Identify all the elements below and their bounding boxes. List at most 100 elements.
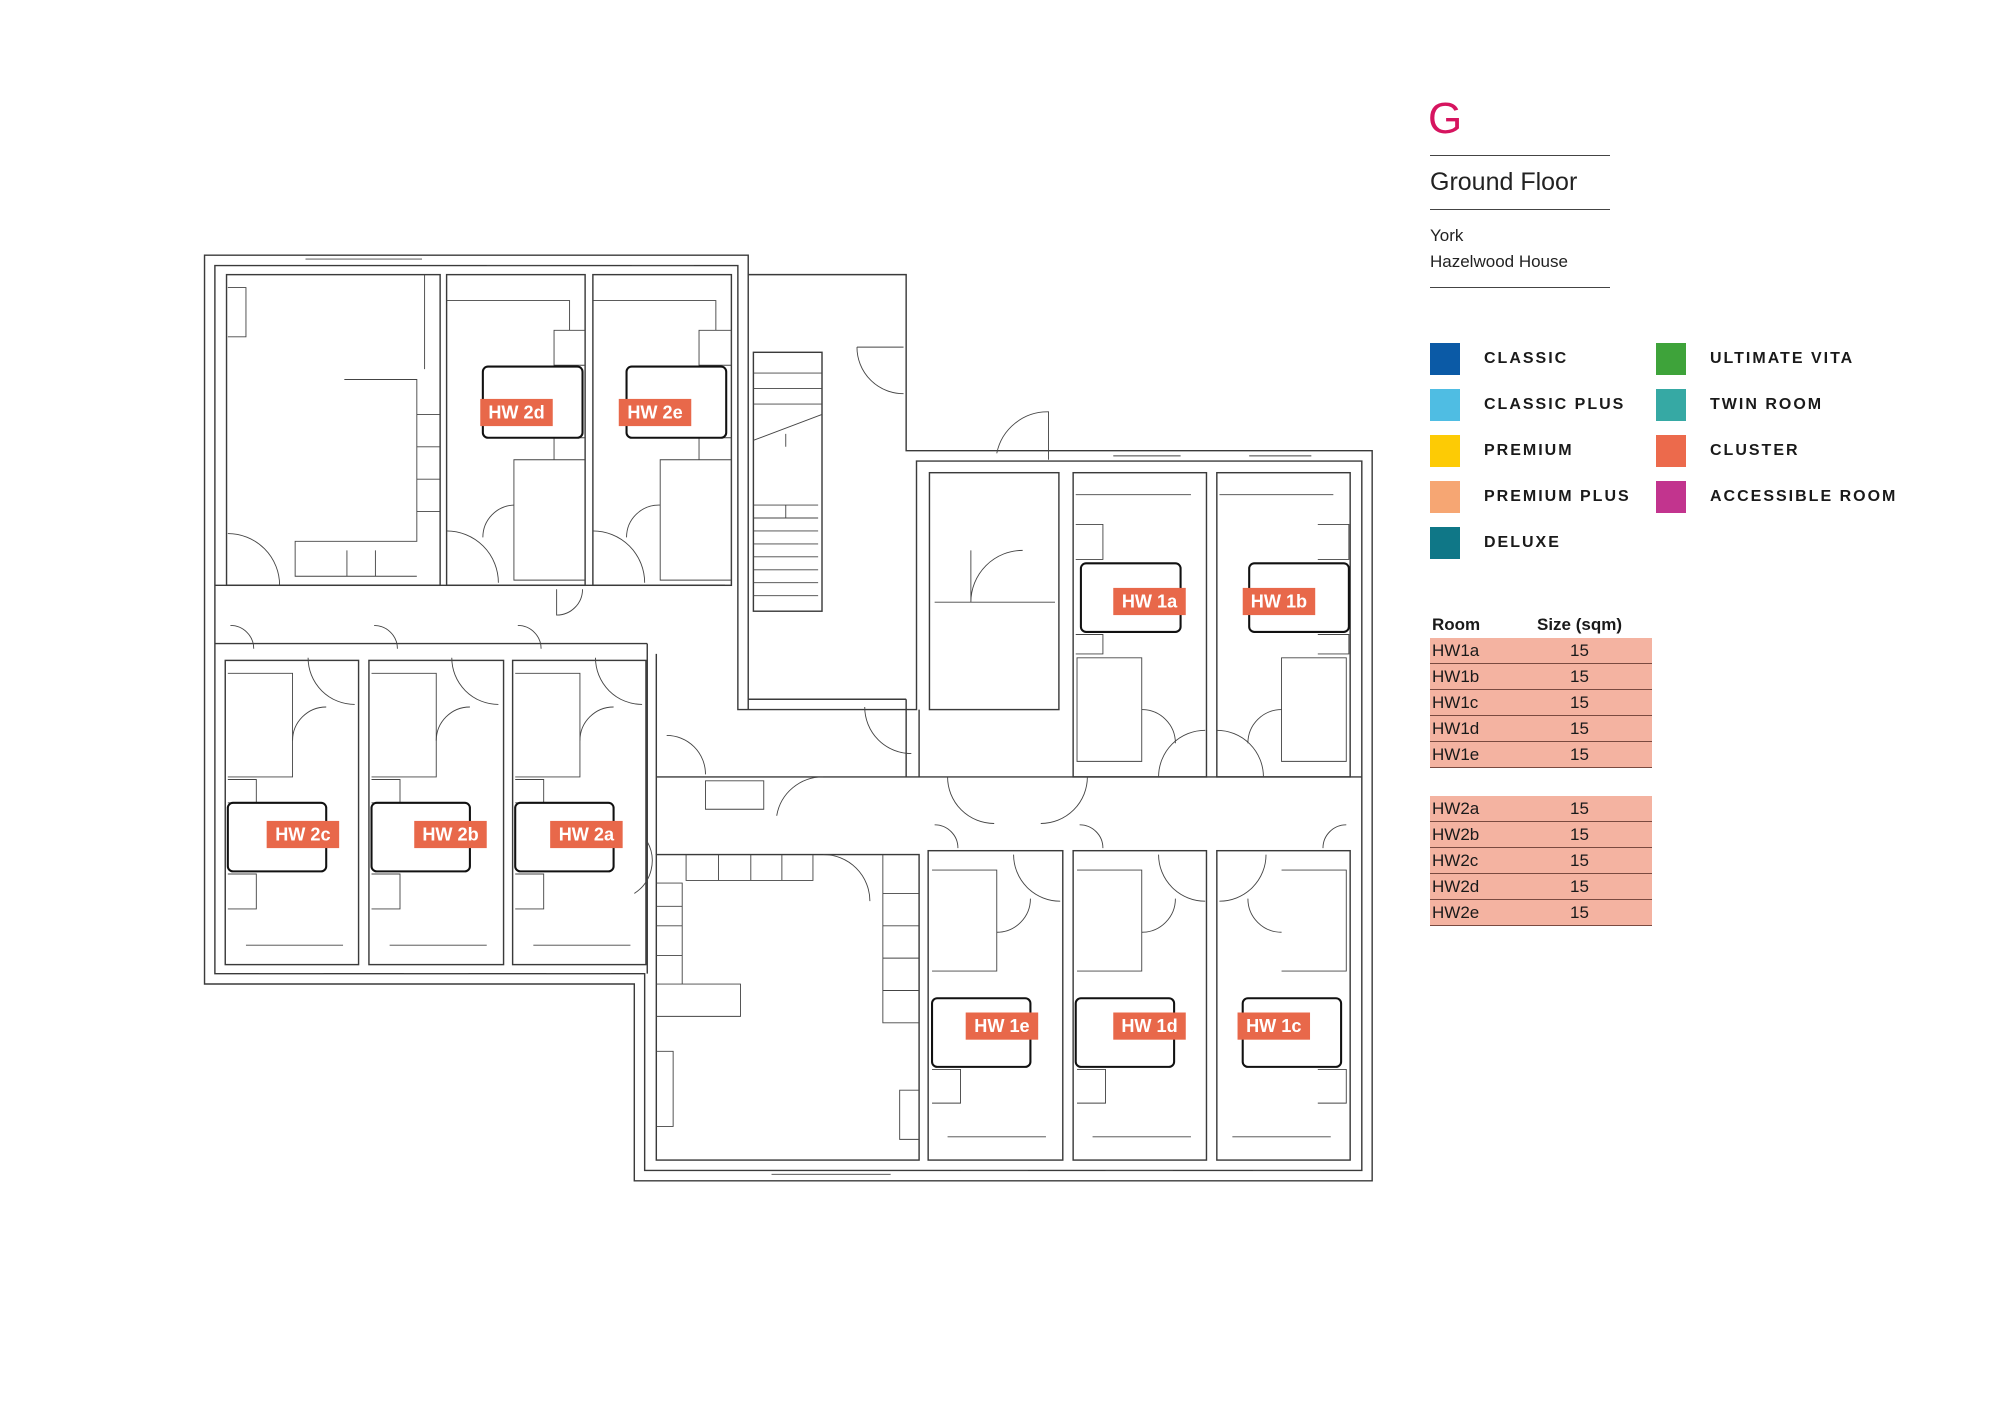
- room-label-hw2a[interactable]: HW 2a: [550, 820, 623, 849]
- divider: [1430, 155, 1610, 156]
- building-name: Hazelwood House: [1430, 252, 1568, 271]
- room-label-hw2c[interactable]: HW 2c: [266, 820, 340, 849]
- table-row: HW1c 15: [1430, 690, 1652, 716]
- table-row: HW1d 15: [1430, 716, 1652, 742]
- legend-item-twin-room: TWIN ROOM: [1656, 389, 1823, 421]
- room-cell: HW1c: [1432, 692, 1479, 712]
- room-label-hw1a[interactable]: HW 1a: [1113, 587, 1186, 616]
- size-cell: 15: [1570, 798, 1589, 818]
- stairs: [752, 351, 823, 612]
- swatch: [1656, 343, 1686, 375]
- header-room: Room: [1432, 615, 1481, 634]
- room-cell: HW1e: [1432, 744, 1480, 764]
- size-cell: 15: [1570, 876, 1589, 896]
- room-hw2b: [368, 659, 505, 966]
- legend-label: DELUXE: [1484, 534, 1561, 551]
- swatch: [1430, 481, 1460, 513]
- swatch: [1430, 343, 1460, 375]
- room-hw1e: [927, 849, 1064, 1161]
- swatch: [1430, 389, 1460, 421]
- size-cell: 15: [1570, 744, 1589, 764]
- inner-wall: [214, 264, 1363, 1172]
- room-hw1b: [1216, 471, 1351, 778]
- floor-letter: G: [1428, 94, 1463, 143]
- size-cell: 15: [1570, 640, 1589, 660]
- table-row: HW1b 15: [1430, 664, 1652, 690]
- room-label-hw1d[interactable]: HW 1d: [1113, 1012, 1186, 1040]
- store-room: [928, 471, 1060, 711]
- room-label-hw2d[interactable]: HW 2d: [480, 398, 553, 427]
- swatch: [1430, 435, 1460, 467]
- room-hw2a: [511, 659, 647, 966]
- room-cell: HW2b: [1432, 824, 1480, 844]
- svg-text:HW 1d: HW 1d: [1121, 1016, 1177, 1036]
- svg-text:HW 1e: HW 1e: [974, 1016, 1029, 1036]
- room-cell: HW2a: [1432, 798, 1480, 818]
- city: York: [1430, 226, 1464, 245]
- legend-item-ultimate-vita: ULTIMATE VITA: [1656, 343, 1854, 375]
- svg-text:HW 1c: HW 1c: [1246, 1016, 1301, 1036]
- svg-text:HW 2b: HW 2b: [422, 825, 478, 845]
- divider: [1430, 287, 1610, 288]
- room-hw1d: [1072, 849, 1208, 1161]
- room-hw2c: [224, 659, 360, 966]
- legend-label: PREMIUM: [1484, 442, 1574, 459]
- table-row: HW2d 15: [1430, 874, 1652, 900]
- room-cell: HW1b: [1432, 666, 1480, 686]
- legend-label: CLASSIC: [1484, 350, 1569, 367]
- kitchen-top: [225, 273, 441, 587]
- legend-label: CLASSIC PLUS: [1484, 396, 1626, 413]
- room-hw2d: [445, 273, 586, 587]
- table-row: HW2c 15: [1430, 848, 1652, 874]
- room-cell: HW1d: [1432, 718, 1480, 738]
- room-label-hw2b[interactable]: HW 2b: [414, 820, 487, 849]
- legend-item-premium: PREMIUM: [1430, 435, 1574, 467]
- size-cell: 15: [1570, 692, 1589, 712]
- svg-text:HW 2c: HW 2c: [275, 825, 330, 845]
- table-row: HW1e 15: [1430, 742, 1652, 768]
- svg-text:HW 1a: HW 1a: [1122, 591, 1178, 611]
- room-cell: HW2c: [1432, 850, 1479, 870]
- swatch: [1430, 527, 1460, 559]
- swatch: [1656, 481, 1686, 513]
- room-label-hw1b[interactable]: HW 1b: [1242, 587, 1316, 616]
- table-header: Room Size (sqm): [1430, 612, 1652, 638]
- header-size: Size (sqm): [1536, 615, 1623, 634]
- room-label-hw1e[interactable]: HW 1e: [965, 1012, 1039, 1040]
- size-cell: 15: [1570, 718, 1589, 738]
- svg-text:HW 1b: HW 1b: [1251, 591, 1307, 611]
- legend-label: CLUSTER: [1710, 442, 1800, 459]
- size-cell: 15: [1570, 850, 1589, 870]
- legend-item-premium-plus: PREMIUM PLUS: [1430, 481, 1631, 513]
- svg-text:HW 2e: HW 2e: [627, 403, 682, 423]
- size-cell: 15: [1570, 902, 1589, 922]
- table-row: HW2b 15: [1430, 822, 1652, 848]
- legend-item-cluster: CLUSTER: [1656, 435, 1800, 467]
- legend-item-accessible-room: ACCESSIBLE ROOM: [1656, 481, 1897, 513]
- swatch: [1656, 435, 1686, 467]
- room-label-hw2e[interactable]: HW 2e: [618, 398, 692, 427]
- legend-label: ULTIMATE VITA: [1710, 350, 1855, 367]
- outer-wall: [203, 254, 1373, 1182]
- room-hw1c: [1216, 849, 1351, 1161]
- size-cell: 15: [1570, 824, 1589, 844]
- kitchen-bottom: [655, 853, 920, 1161]
- room-hw1a: [1072, 471, 1208, 778]
- table-row: HW2a 15: [1430, 796, 1652, 822]
- legend-item-deluxe: DELUXE: [1430, 527, 1561, 559]
- size-cell: 15: [1570, 666, 1589, 686]
- legend-item-classic-plus: CLASSIC PLUS: [1430, 389, 1625, 421]
- room-cell: HW2d: [1432, 876, 1480, 896]
- room-cell: HW1a: [1432, 640, 1480, 660]
- svg-text:HW 2a: HW 2a: [559, 825, 615, 845]
- room-hw2e: [592, 273, 733, 587]
- room-label-hw1c[interactable]: HW 1c: [1237, 1012, 1311, 1040]
- legend-label: PREMIUM PLUS: [1484, 488, 1631, 505]
- table-row: HW1a 15: [1430, 638, 1652, 664]
- legend-label: TWIN ROOM: [1710, 396, 1824, 413]
- legend-item-classic: CLASSIC: [1430, 343, 1568, 375]
